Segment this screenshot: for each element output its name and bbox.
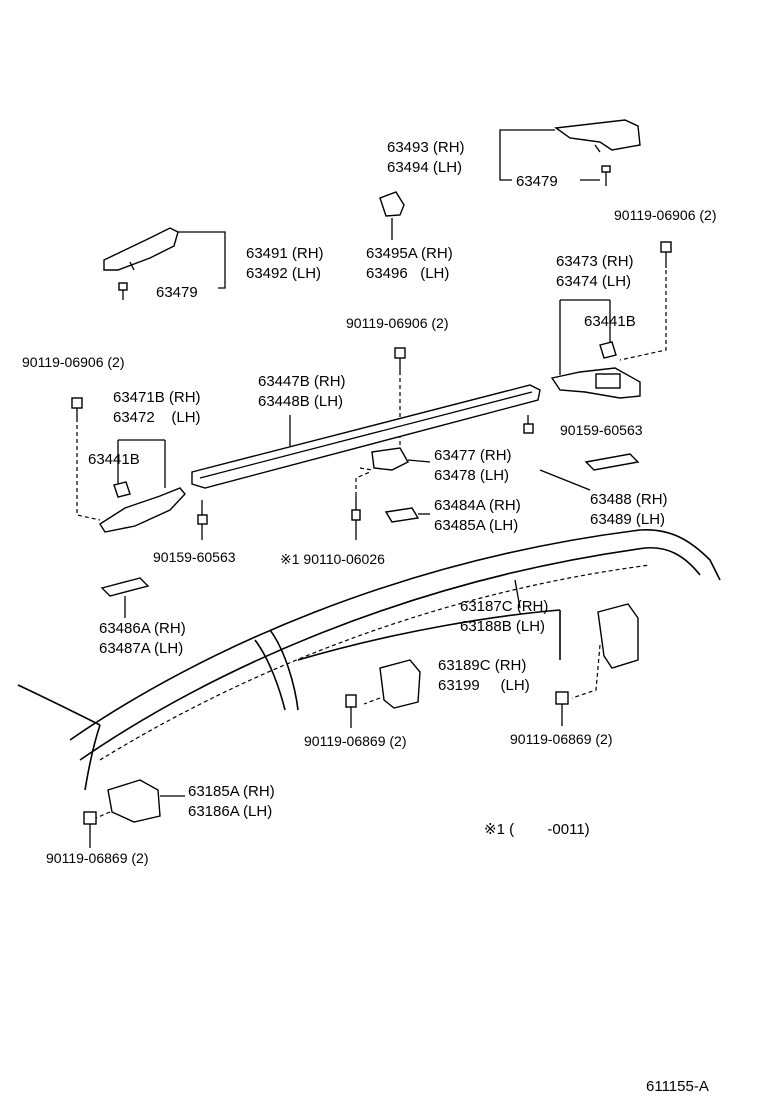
leader-63493 — [499, 129, 555, 181]
label-63486a: 63486A (RH) — [99, 620, 186, 637]
label-63187c: 63187C (RH) — [460, 598, 549, 615]
label-63441b-left: 63441B — [88, 451, 140, 468]
note-text: ※1 ( -0011) — [484, 821, 590, 838]
label-63485a: 63485A (LH) — [434, 517, 519, 534]
vehicle-body-outline — [17, 529, 721, 791]
screw-90159-60563-right — [523, 415, 534, 434]
plate-63488 — [539, 453, 640, 491]
label-63199: 63199 (LH) — [438, 677, 530, 694]
bolt-90119-06906-left — [71, 397, 101, 521]
roof-rail-main — [191, 384, 541, 489]
bolt-90119-06906-right — [619, 241, 672, 361]
label-63491: 63491 (RH) — [246, 245, 324, 262]
clip-63441b-left — [113, 481, 131, 498]
screw-63479-left — [118, 282, 128, 300]
label-63493: 63493 (RH) — [387, 139, 465, 156]
label-90119-06869-mid: 90119-06869 (2) — [304, 733, 407, 749]
bolt-90119-06906-mid — [394, 347, 406, 450]
label-63448b: 63448B (LH) — [258, 393, 344, 410]
label-90119-06869-left: 90119-06869 (2) — [46, 850, 149, 866]
leader-63491 — [178, 231, 226, 289]
label-90119-06906-mid: 90119-06906 (2) — [346, 315, 449, 331]
screw-63479-top — [601, 165, 611, 186]
label-63496: 63496 (LH) — [366, 265, 450, 282]
label-63474: 63474 (LH) — [556, 273, 632, 290]
diagram-code: 611155-A — [646, 1078, 709, 1095]
label-63479-left: 63479 — [156, 284, 198, 301]
screw-90110-06026 — [351, 471, 371, 540]
label-63447b: 63447B (RH) — [258, 373, 346, 390]
label-63471b: 63471B (RH) — [113, 389, 201, 406]
end-cover-front-part — [103, 227, 179, 271]
label-63487a: 63487A (LH) — [99, 640, 184, 657]
bolt-90119-06869-mid — [345, 694, 357, 728]
label-63495a: 63495A (RH) — [366, 245, 453, 262]
label-63477: 63477 (RH) — [434, 447, 512, 464]
label-90119-06906-right: 90119-06906 (2) — [614, 207, 717, 223]
label-90119-06869-right: 90119-06869 (2) — [510, 731, 613, 747]
bracket-63477 — [359, 447, 431, 471]
label-63441b-right: 63441B — [584, 313, 636, 330]
bolt-90119-06869-right — [555, 691, 569, 726]
label-90119-06906-left: 90119-06906 (2) — [22, 354, 125, 370]
label-63478: 63478 (LH) — [434, 467, 510, 484]
plate-63484a — [384, 507, 430, 523]
screw-90159-60563-left — [197, 500, 208, 540]
cover-piece-63495a — [379, 191, 405, 240]
label-63494: 63494 (LH) — [387, 159, 463, 176]
bolt-90119-06869-left — [83, 811, 97, 848]
label-90159-60563-right: 90159-60563 — [560, 422, 643, 438]
bracket-63189c — [363, 659, 421, 709]
end-cover-rear-part — [554, 119, 641, 153]
plate-63486a — [100, 577, 150, 618]
front-leg-part — [99, 439, 186, 533]
label-63489: 63489 (LH) — [590, 511, 666, 528]
rear-leg-part — [550, 299, 641, 399]
label-63186a: 63186A (LH) — [188, 803, 273, 820]
label-63189c: 63189C (RH) — [438, 657, 527, 674]
bracket-63187c — [514, 579, 639, 699]
label-63479-top: 63479 — [516, 173, 558, 190]
label-63188b: 63188B (LH) — [460, 618, 546, 635]
label-63484a: 63484A (RH) — [434, 497, 521, 514]
label-90159-60563-left: 90159-60563 — [153, 549, 236, 565]
label-63472: 63472 (LH) — [113, 409, 201, 426]
label-63185a: 63185A (RH) — [188, 783, 275, 800]
label-90110-06026: ※1 90110-06026 — [280, 551, 385, 567]
label-63488: 63488 (RH) — [590, 491, 668, 508]
label-63492: 63492 (LH) — [246, 265, 322, 282]
label-63473: 63473 (RH) — [556, 253, 634, 270]
clip-63441b-right — [599, 341, 617, 359]
bracket-63185a — [95, 779, 185, 823]
